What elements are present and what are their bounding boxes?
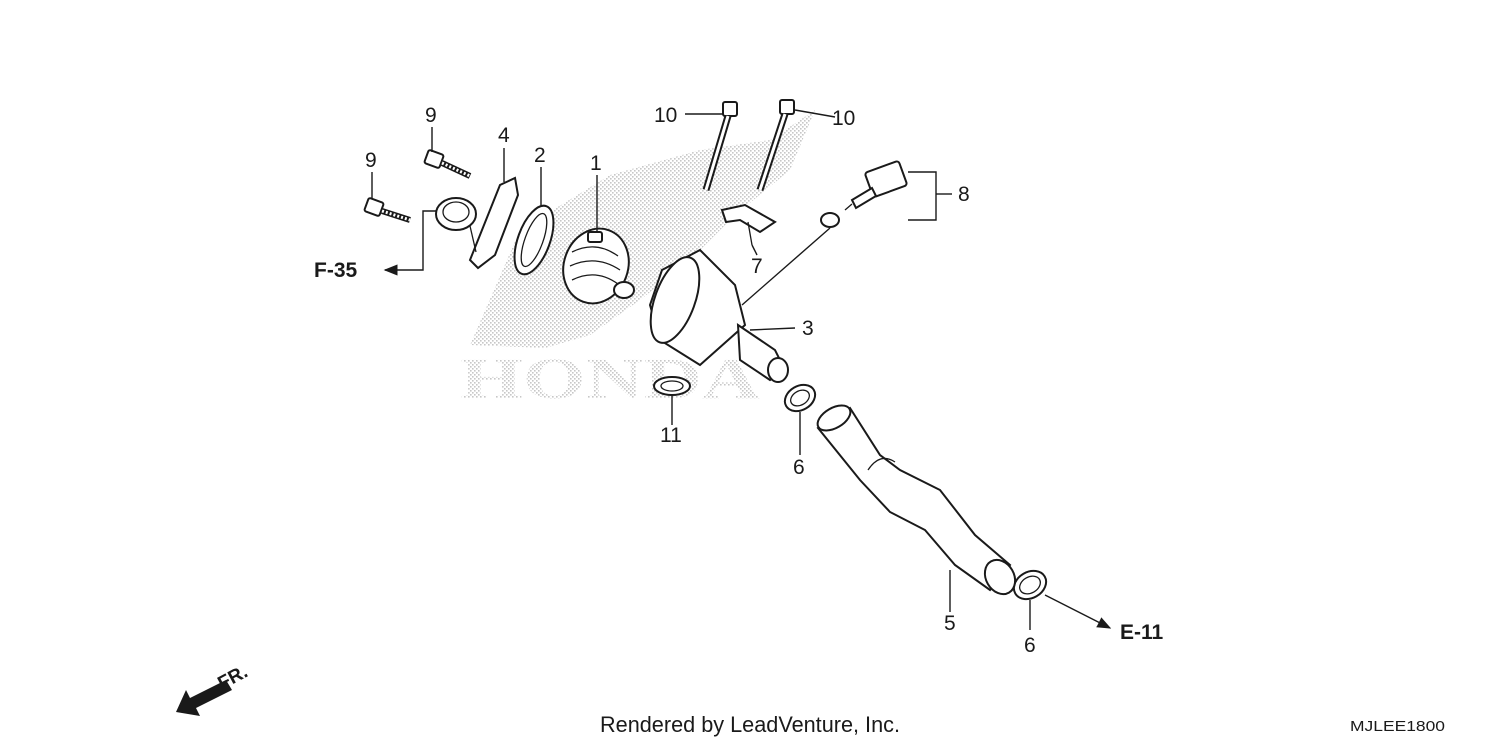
part-bracket	[720, 203, 777, 246]
part-water-hose	[816, 404, 1017, 596]
part-bolt-upper	[423, 149, 472, 179]
leader-lines	[371, 109, 1112, 630]
callout-10-left: 10	[654, 104, 677, 127]
part-o-ring	[513, 204, 555, 276]
footer-credit: Rendered by LeadVenture, Inc.	[600, 712, 900, 737]
callout-7: 7	[751, 255, 763, 278]
front-direction-indicator: FR.	[176, 662, 251, 716]
callout-3: 3	[802, 317, 814, 340]
callout-10-right: 10	[832, 107, 855, 130]
reference-e-11: E-11	[1120, 621, 1164, 644]
part-bolt-lower	[363, 197, 411, 223]
part-hose-clamp-upper	[783, 383, 817, 413]
callout-6-upper: 6	[793, 456, 805, 479]
part-sensor-washer	[820, 212, 840, 228]
part-temp-sensor	[844, 160, 908, 211]
watermark-wing	[470, 110, 815, 348]
part-thermostat-housing	[648, 248, 789, 383]
callout-9-upper: 9	[425, 104, 437, 127]
part-thermostat-cover	[435, 176, 520, 270]
part-hose-clamp-lower	[1012, 569, 1048, 601]
part-thermostat	[562, 227, 635, 305]
footer-diagram-code: MJLEE1800	[1350, 718, 1445, 735]
callout-6-lower: 6	[1024, 634, 1036, 657]
part-long-bolt-right	[756, 99, 795, 192]
front-direction-arrow-icon	[176, 680, 232, 716]
part-gasket	[653, 376, 691, 396]
callout-1: 1	[590, 152, 602, 175]
callout-5: 5	[944, 612, 956, 635]
callout-9-lower: 9	[365, 149, 377, 172]
callout-11: 11	[660, 424, 682, 447]
part-long-bolt-left	[702, 101, 738, 191]
reference-f-35: F-35	[314, 259, 358, 282]
callout-8: 8	[958, 183, 970, 206]
callout-4: 4	[498, 124, 510, 147]
watermark-brand: HONDA	[460, 346, 760, 411]
callout-2: 2	[534, 144, 546, 167]
